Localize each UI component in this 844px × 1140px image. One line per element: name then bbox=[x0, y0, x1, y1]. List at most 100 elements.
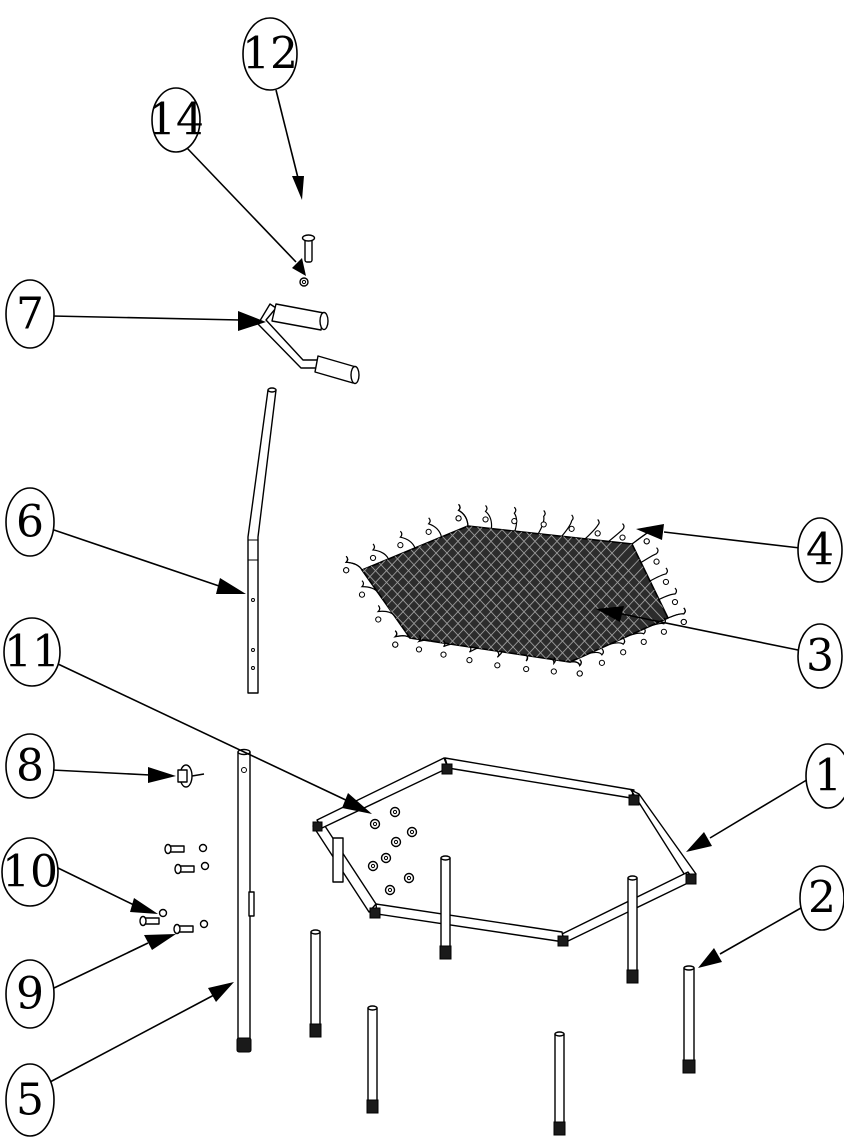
spring-hook bbox=[561, 514, 575, 537]
leg bbox=[626, 875, 639, 984]
part-8-knob bbox=[177, 764, 205, 788]
spring-hook bbox=[415, 634, 434, 653]
spring-hook bbox=[343, 555, 363, 574]
mesh-line bbox=[152, 520, 302, 680]
spring-hook bbox=[440, 640, 457, 658]
callout-1: 1 bbox=[805, 743, 844, 809]
svg-text:5: 5 bbox=[16, 1075, 44, 1126]
nut bbox=[384, 884, 396, 896]
spring-hook bbox=[369, 543, 390, 562]
spring-hook bbox=[569, 659, 583, 677]
spring-hook bbox=[466, 645, 480, 664]
bolt bbox=[173, 923, 194, 935]
spring-hook bbox=[494, 650, 503, 669]
mesh-line bbox=[362, 526, 369, 662]
mesh-line bbox=[362, 526, 391, 662]
mesh-line bbox=[404, 526, 556, 662]
washer bbox=[198, 843, 208, 853]
svg-text:2: 2 bbox=[808, 873, 836, 924]
callout-7: 7 bbox=[5, 279, 55, 349]
callout-12: 12 bbox=[242, 17, 298, 91]
part-5-front-leg bbox=[236, 748, 255, 1053]
washer bbox=[199, 919, 209, 929]
spring-hook bbox=[658, 587, 679, 606]
spring-hook bbox=[640, 547, 660, 565]
spring-hook bbox=[589, 648, 606, 666]
mesh-line bbox=[547, 526, 668, 662]
spring-hook bbox=[648, 617, 667, 635]
nut bbox=[367, 860, 379, 872]
callout-6: 6 bbox=[5, 487, 55, 557]
part-4-springs bbox=[343, 503, 687, 677]
mesh-line bbox=[141, 520, 291, 680]
svg-text:14: 14 bbox=[148, 95, 204, 146]
spring-hook bbox=[425, 517, 443, 538]
mesh-line bbox=[437, 526, 589, 662]
callout-2: 2 bbox=[799, 865, 844, 931]
callout-4: 4 bbox=[797, 517, 843, 583]
mesh-line bbox=[580, 526, 668, 662]
bolt bbox=[174, 863, 195, 875]
svg-text:4: 4 bbox=[806, 525, 834, 576]
bolt bbox=[164, 843, 185, 855]
spring-hook bbox=[609, 637, 627, 656]
washer bbox=[158, 908, 168, 918]
spring-hook bbox=[392, 630, 411, 648]
svg-text:10: 10 bbox=[2, 847, 58, 898]
svg-text:1: 1 bbox=[814, 751, 842, 802]
spring-hook bbox=[667, 607, 687, 626]
mesh-line bbox=[152, 520, 302, 680]
mesh-line bbox=[362, 526, 402, 662]
leg bbox=[366, 1005, 379, 1114]
part-14-nut bbox=[299, 277, 309, 287]
spring-hook bbox=[455, 503, 469, 527]
part-6-handle-post bbox=[247, 387, 277, 694]
svg-text:9: 9 bbox=[16, 969, 44, 1020]
mesh-line bbox=[362, 526, 391, 662]
callout-3: 3 bbox=[797, 623, 843, 689]
nut bbox=[369, 818, 381, 830]
mesh-line bbox=[393, 526, 545, 662]
mesh-line bbox=[207, 520, 357, 680]
spring-hook bbox=[584, 518, 601, 540]
mesh-line bbox=[569, 526, 668, 662]
part-9-10-bolts-washers bbox=[139, 843, 210, 935]
spring-hook bbox=[511, 506, 518, 532]
leg bbox=[309, 929, 322, 1038]
mesh-line bbox=[448, 526, 600, 662]
svg-text:11: 11 bbox=[4, 627, 60, 678]
mesh-line bbox=[558, 526, 668, 662]
mesh-line bbox=[185, 520, 335, 680]
spring-hook bbox=[547, 657, 557, 675]
mesh-line bbox=[163, 520, 313, 680]
mesh-line bbox=[426, 526, 578, 662]
spring-hook bbox=[523, 654, 530, 673]
part-2-legs bbox=[309, 855, 696, 1136]
callout-11: 11 bbox=[3, 617, 61, 687]
svg-text:8: 8 bbox=[16, 741, 44, 792]
part-1-hexagon-frame bbox=[312, 757, 697, 947]
bolt bbox=[139, 915, 160, 927]
nut bbox=[390, 836, 402, 848]
mesh-line bbox=[196, 520, 346, 680]
spring-hook bbox=[358, 580, 379, 598]
part-7-handle-bar bbox=[257, 303, 360, 385]
spring-hook bbox=[455, 503, 469, 527]
nut bbox=[380, 852, 392, 864]
svg-text:12: 12 bbox=[242, 29, 298, 80]
mesh-line bbox=[459, 526, 611, 662]
mesh-line bbox=[141, 520, 291, 680]
mesh-line bbox=[362, 526, 402, 662]
mesh-line bbox=[207, 520, 357, 680]
spring-hook bbox=[537, 509, 547, 535]
svg-text:6: 6 bbox=[16, 497, 44, 548]
leg bbox=[682, 965, 696, 1074]
callout-5: 5 bbox=[5, 1063, 55, 1137]
svg-text:7: 7 bbox=[16, 289, 44, 340]
mesh-line bbox=[196, 520, 346, 680]
mesh-line bbox=[163, 520, 313, 680]
nut bbox=[403, 872, 415, 884]
spring-hook bbox=[628, 627, 647, 645]
callout-8: 8 bbox=[5, 733, 55, 799]
